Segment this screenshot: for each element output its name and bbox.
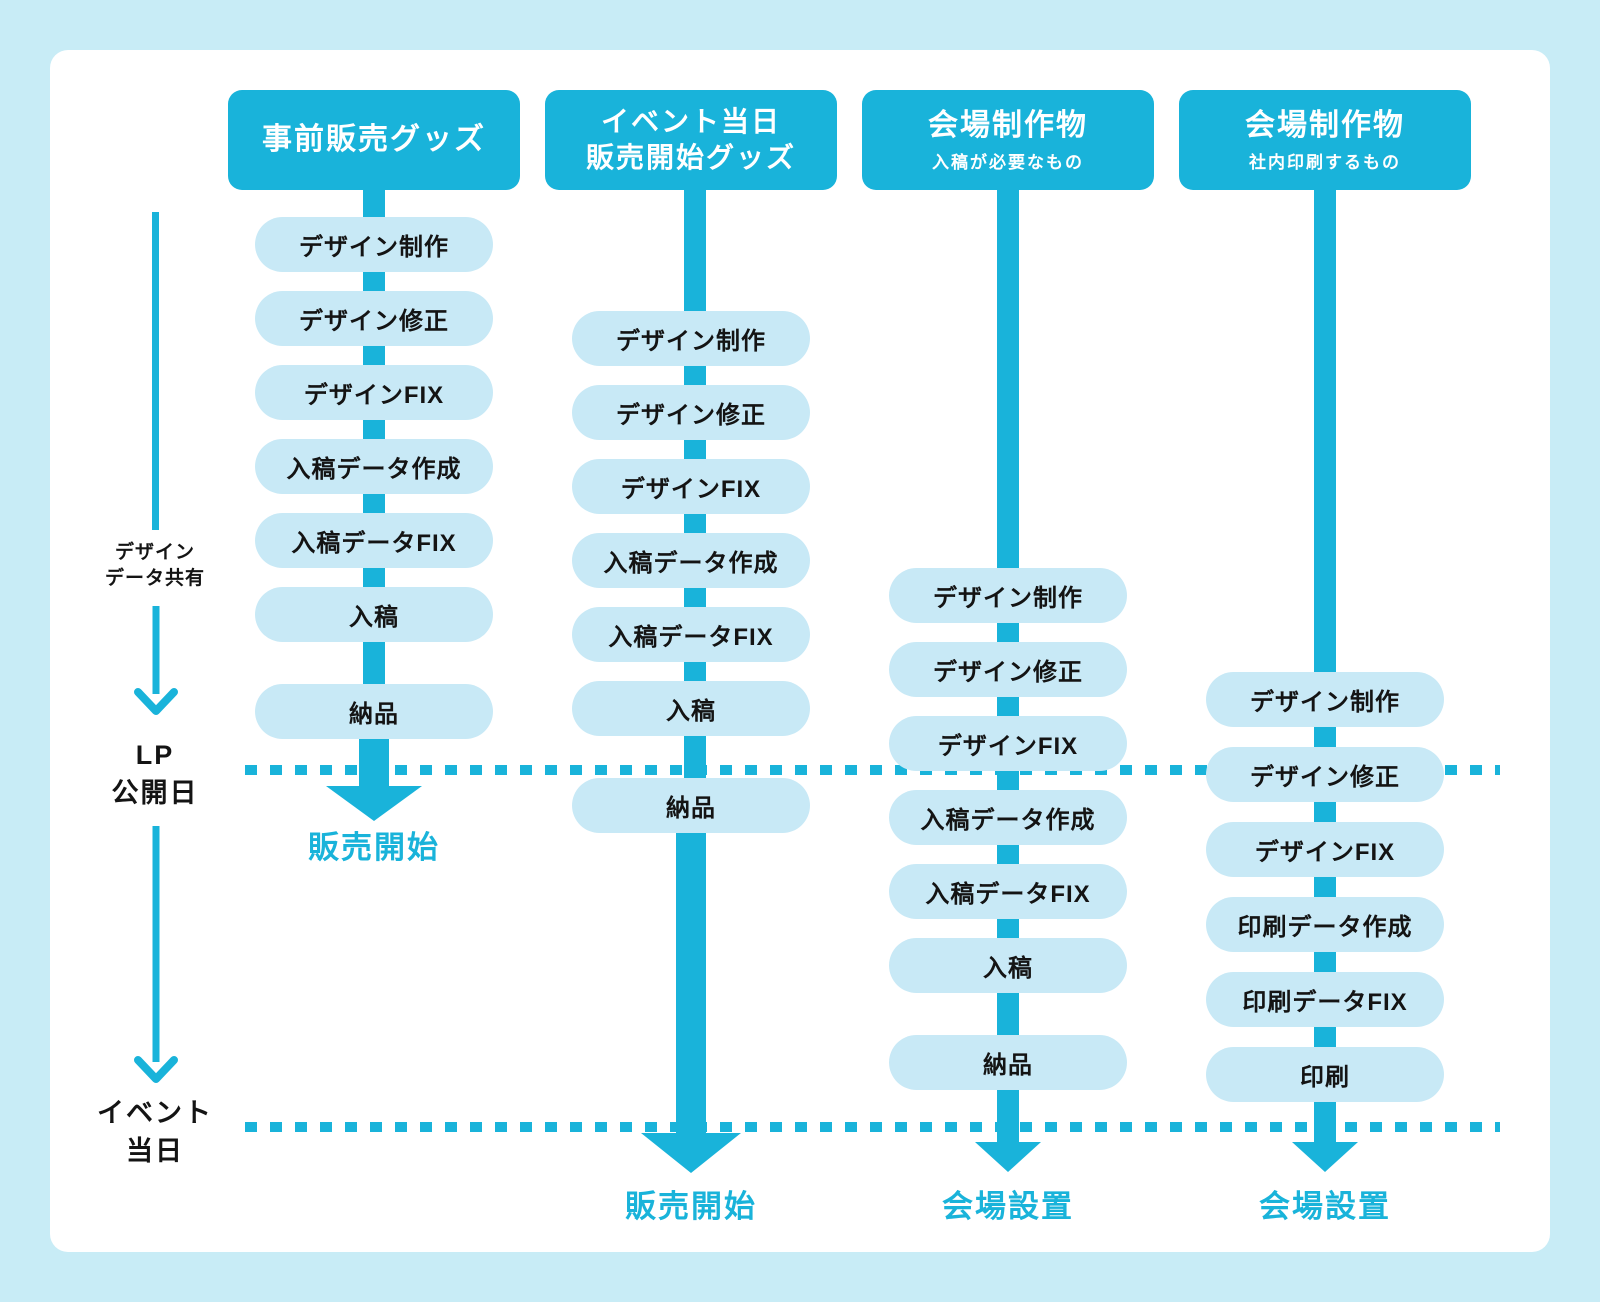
process-step-pill: デザイン修正	[889, 642, 1127, 697]
process-step-pill: 納品	[572, 778, 810, 833]
event-day-dotted-line	[245, 1122, 1500, 1132]
process-step-pill: デザイン制作	[255, 217, 493, 272]
process-step-pill: デザインFIX	[572, 459, 810, 514]
lp-launch-dotted-line	[245, 765, 1500, 775]
down-arrow-icon	[975, 1090, 1041, 1172]
process-step-pill: 印刷データFIX	[1206, 972, 1444, 1027]
column-title: 会場制作物	[1245, 108, 1405, 142]
column-header-venue-items-submission: 会場制作物 入稿が必要なもの	[862, 90, 1154, 190]
timeline-rail-line	[152, 212, 159, 530]
process-step-pill: 入稿	[572, 681, 810, 736]
down-arrow-icon	[641, 833, 741, 1173]
process-step-pill: 入稿データ作成	[572, 533, 810, 588]
process-step-pill: 印刷データ作成	[1206, 897, 1444, 952]
process-step-pill: 入稿データFIX	[889, 864, 1127, 919]
column-header-presale-goods: 事前販売グッズ	[228, 90, 520, 190]
process-step-pill: 印刷	[1206, 1047, 1444, 1102]
design-data-share-line2: データ共有	[104, 568, 205, 589]
event-day-line1: イベント	[97, 1098, 213, 1128]
process-step-pill: 入稿データFIX	[572, 607, 810, 662]
event-day-line2: 当日	[126, 1136, 184, 1166]
down-arrow-icon	[326, 739, 422, 821]
process-step-pill: デザイン修正	[572, 385, 810, 440]
column-title: 事前販売グッズ	[262, 123, 486, 156]
process-step-pill: デザインFIX	[255, 365, 493, 420]
process-step-pill: 納品	[255, 684, 493, 739]
rail-down-arrow-icon	[134, 826, 178, 1083]
process-step-pill: デザイン制作	[572, 311, 810, 366]
process-step-pill: デザインFIX	[1206, 822, 1444, 877]
lp-launch-line1: LP	[135, 740, 175, 770]
process-step-pill: デザイン修正	[1206, 747, 1444, 802]
column-header-venue-items-inhouse: 会場制作物 社内印刷するもの	[1179, 90, 1471, 190]
outcome-label-sale-start: 販売開始	[625, 1189, 757, 1224]
design-data-share-note: デザイン データ共有	[60, 540, 250, 592]
event-day-milestone-label: イベント 当日	[60, 1094, 250, 1170]
column-title-line1: イベント当日	[600, 106, 781, 137]
column-title-line2: 販売開始グッズ	[585, 142, 796, 173]
column-subtitle: 社内印刷するもの	[1249, 152, 1401, 172]
process-step-pill: デザイン制作	[889, 568, 1127, 623]
process-step-pill: 入稿	[889, 938, 1127, 993]
process-step-pill: 入稿データFIX	[255, 513, 493, 568]
process-step-pill: デザイン制作	[1206, 672, 1444, 727]
design-data-share-line1: デザイン	[114, 542, 195, 563]
outcome-label-venue-setup: 会場設置	[942, 1189, 1074, 1224]
process-step-pill: 入稿データ作成	[255, 439, 493, 494]
outcome-label-venue-setup: 会場設置	[1259, 1189, 1391, 1224]
outcome-label-sale-start: 販売開始	[308, 830, 440, 865]
process-step-pill: 入稿	[255, 587, 493, 642]
column-title: 会場制作物	[928, 108, 1088, 142]
process-step-pill: 納品	[889, 1035, 1127, 1090]
process-step-pill: 入稿データ作成	[889, 790, 1127, 845]
lp-launch-line2: 公開日	[111, 778, 199, 808]
process-step-pill: デザインFIX	[889, 716, 1127, 771]
lp-launch-milestone-label: LP 公開日	[60, 736, 250, 812]
column-connector-bar	[1314, 190, 1336, 1105]
process-step-pill: デザイン修正	[255, 291, 493, 346]
column-header-event-day-goods: イベント当日 販売開始グッズ	[545, 90, 837, 190]
rail-down-arrow-icon	[134, 606, 178, 715]
column-subtitle: 入稿が必要なもの	[932, 152, 1084, 172]
down-arrow-icon	[1292, 1103, 1358, 1172]
